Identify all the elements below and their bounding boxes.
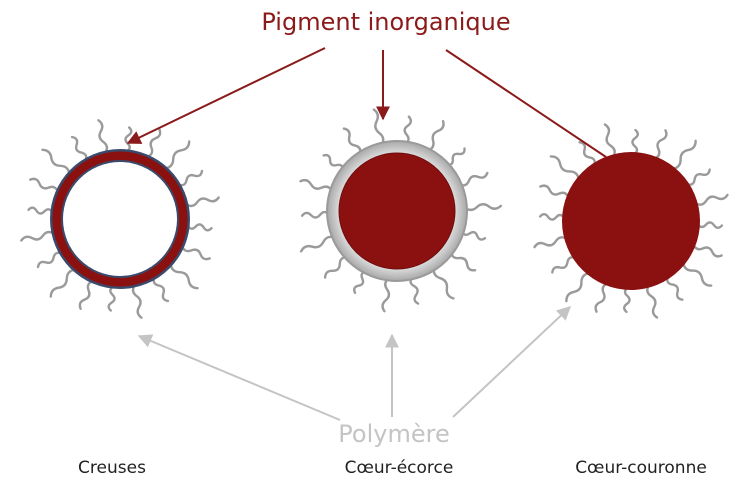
hollow-polymer-chain <box>179 171 202 185</box>
hollow-polymer-chain <box>29 208 53 214</box>
core-corona-pigment-core <box>562 152 700 290</box>
hollow-polymer-chain <box>154 278 168 301</box>
caption-core-corona: Cœur-couronne <box>575 458 707 478</box>
hollow-polymer-chain <box>165 141 189 168</box>
core-corona-polymer-chain <box>551 156 579 179</box>
polymer-arrows <box>139 307 570 420</box>
core-corona-polymer-chain <box>694 245 722 257</box>
core-corona-polymer-chain <box>683 263 711 286</box>
core-shell-polymer-chain <box>344 129 361 154</box>
core-corona-polymer-chain <box>673 141 696 169</box>
core-shell-polymer-chain <box>447 149 465 165</box>
core-shell-polymer-chain <box>428 121 443 150</box>
core-corona-polymer-chain <box>540 186 568 198</box>
hollow-polymer-chain <box>186 198 218 206</box>
core-shell-polymer-chain <box>374 110 383 145</box>
core-corona-polymer-chain <box>698 222 722 227</box>
hollow-polymer-chain <box>21 232 53 240</box>
core-corona-polymer-chain <box>687 170 710 185</box>
core-shell-polymer-chain <box>460 173 488 185</box>
core-shell-pigment-core <box>339 153 455 269</box>
core-corona-polymer-chain <box>580 142 595 165</box>
core-shell-polymer-chain <box>302 212 329 217</box>
core-corona-polymer-chain <box>540 214 564 219</box>
core-shell-polymer-chain <box>465 204 501 210</box>
core-shell-particle <box>327 141 467 281</box>
core-corona-polymer-chain <box>535 237 567 247</box>
caption-core-shell: Cœur-écorce <box>345 458 454 478</box>
core-shell-polymer-chain <box>434 268 454 298</box>
inorganic-pigment-label: Pigment inorganique <box>261 8 510 36</box>
core-shell-polymer-chain <box>405 117 411 144</box>
hollow-polymer-chain <box>133 285 141 317</box>
polymer-arrow-core-corona <box>453 307 570 417</box>
core-corona-polymer-chain <box>566 273 589 301</box>
pigment-arrow-hollow <box>128 48 325 143</box>
hollow-particle-core <box>63 162 177 276</box>
hollow-particle <box>50 149 190 289</box>
hollow-polymer-chain <box>188 224 212 230</box>
core-shell-polymer-chain <box>411 277 419 303</box>
core-corona-polymer-chain <box>632 130 637 154</box>
core-shell-polymer-chain <box>325 257 347 277</box>
hollow-polymer-chain <box>171 264 198 288</box>
pigment-line-core-corona <box>446 50 606 157</box>
core-shell-polymer-chain <box>301 180 333 191</box>
caption-hollow: Creuses <box>78 458 146 478</box>
hollow-polymer-chain <box>182 246 209 259</box>
core-corona-polymer-chain <box>667 277 682 300</box>
hollow-polymer-chain <box>72 137 86 160</box>
hollow-polymer-chain <box>125 128 131 152</box>
hollow-polymer-chain <box>51 270 75 297</box>
core-shell-polymer-chain <box>354 272 366 293</box>
core-corona-polymer-chain <box>624 288 629 312</box>
core-shell-polymer-chain <box>301 237 334 251</box>
hollow-polymer-chain <box>99 120 107 152</box>
core-shell-polymer-chain <box>383 279 389 312</box>
core-corona-polymer-chain <box>605 125 615 157</box>
hollow-polymer-chain <box>38 253 61 267</box>
core-shell-polymer-chain <box>462 231 485 239</box>
core-corona-polymer-chain <box>655 130 667 158</box>
hollow-polymer-chain <box>109 287 115 311</box>
polymer-arrow-hollow <box>139 336 340 420</box>
core-corona-polymer-chain <box>552 257 575 272</box>
core-shell-polymer-chain <box>324 155 343 170</box>
hollow-polymer-chain <box>80 281 93 308</box>
core-corona-polymer-chain <box>696 195 728 205</box>
core-corona-polymer-chain <box>596 284 608 312</box>
core-corona-particle <box>562 152 700 290</box>
hollow-polymer-chain <box>30 179 57 192</box>
core-shell-polymer-chain <box>451 252 475 270</box>
hollow-polymer-chain <box>42 150 69 174</box>
pigment-arrows <box>128 48 606 157</box>
core-corona-polymer-chain <box>647 286 657 318</box>
polymer-label: Polymère <box>338 420 449 448</box>
